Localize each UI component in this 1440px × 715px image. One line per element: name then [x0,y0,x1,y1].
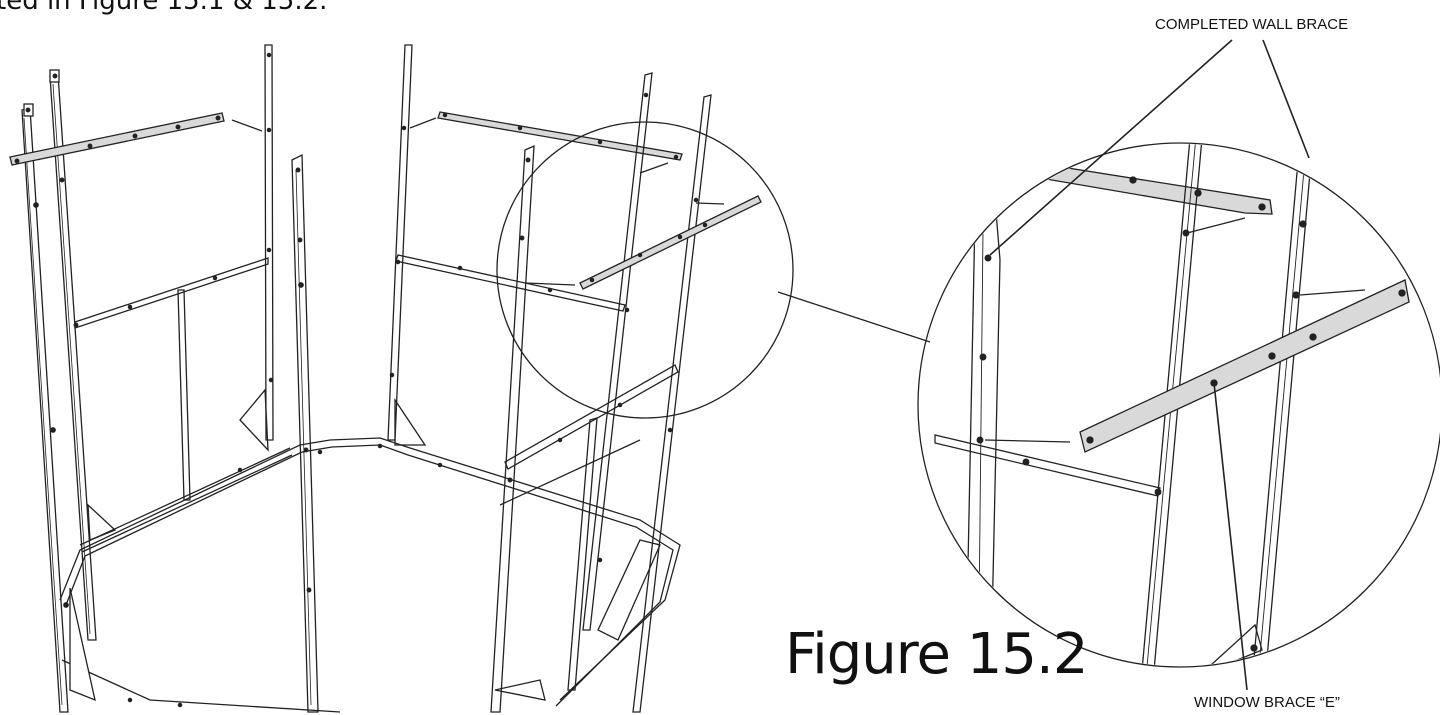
detail-leader-line [777,291,931,343]
pole-right-1 [490,144,535,713]
pole-center-left [264,44,274,441]
window-frame-right [395,254,626,312]
detail-pole-right [1248,144,1366,666]
pole-right-3 [632,94,712,713]
detail-window-brace-e [984,279,1410,453]
pole-left-back [49,69,97,641]
pole-right-2 [582,72,653,631]
wall-brace-left [9,112,263,166]
pole-left-front [21,103,69,713]
detail-wall-brace [1004,157,1273,234]
leader-completed-wall-brace-1 [989,39,1233,256]
leader-window-brace-e [1213,382,1248,691]
detail-circle [917,142,1440,668]
pole-front-center [291,153,319,713]
figure-title: Figure 15.2 [785,622,1088,687]
wall-brace-right-top [409,111,683,161]
window-frame-left [74,257,293,553]
callout-completed-wall-brace: COMPLETED WALL BRACE [1155,16,1349,33]
leader-completed-wall-brace-2 [1262,39,1310,159]
detail-zoom-circle [496,121,794,419]
instruction-text: ted in Figure 15.1 & 15.2. [0,0,328,16]
callout-leaders [989,39,1310,691]
pole-back-center [387,44,427,446]
callout-window-brace-e: WINDOW BRACE “E” [1194,694,1340,711]
frame-assembly [9,44,794,713]
window-frame-front-right [494,364,679,701]
base-frame [59,437,681,713]
